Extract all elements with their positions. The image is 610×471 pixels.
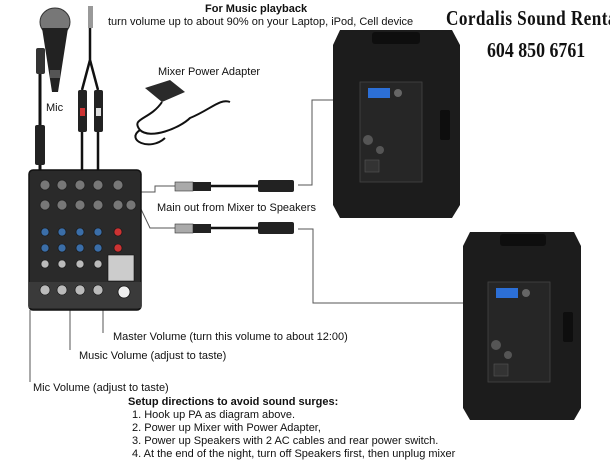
directions-step: 2. Power up Mixer with Power Adapter, (132, 422, 321, 434)
connection-line-bottom-speaker (298, 228, 494, 304)
label-music-volume: Music Volume (adjust to taste) (79, 350, 227, 362)
speaker-top-icon (333, 30, 460, 218)
label-mixer-power-adapter: Mixer Power Adapter (158, 66, 261, 78)
directions-heading: Setup directions to avoid sound surges: (128, 396, 339, 408)
microphone-icon (39, 7, 71, 92)
speaker-cable-top-icon (174, 180, 294, 192)
header-subtitle: turn volume up to about 90% on your Lapt… (108, 16, 414, 28)
speaker-cable-bottom-icon (174, 222, 294, 234)
mixer-icon (28, 169, 142, 311)
directions-step: 1. Hook up PA as diagram above. (132, 409, 296, 421)
label-mic: Mic (46, 102, 64, 114)
directions-step: 3. Power up Speakers with 2 AC cables an… (132, 435, 439, 447)
connection-line-mixer-out-2 (139, 206, 175, 229)
power-adapter-icon (134, 80, 231, 146)
music-input-cable-icon (78, 6, 103, 175)
brand-phone: 604 850 6761 (487, 38, 586, 62)
connection-line-mixer-out-1 (140, 185, 175, 193)
brand-name: Cordalis Sound Rentals (446, 6, 610, 30)
header-title: For Music playback (205, 3, 308, 15)
directions-step: 4. At the end of the night, turn off Spe… (132, 448, 456, 460)
label-master-volume: Master Volume (turn this volume to about… (113, 331, 348, 343)
label-mic-volume: Mic Volume (adjust to taste) (33, 382, 169, 394)
label-main-out: Main out from Mixer to Speakers (157, 202, 316, 214)
mic-cable-icon (35, 48, 45, 182)
speaker-bottom-icon (463, 232, 581, 420)
